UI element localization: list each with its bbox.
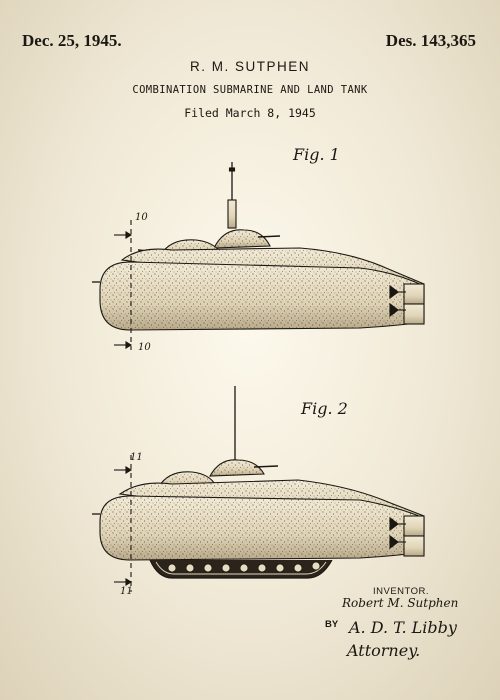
fig1-ref-top: 10 — [135, 212, 148, 223]
fig1-ref-bottom: 10 — [138, 342, 151, 353]
figure-2-land-tank — [92, 386, 425, 592]
fig2-ref-bottom: 11 — [120, 586, 133, 597]
figure-1-submarine — [92, 162, 425, 350]
patent-title: COMBINATION SUBMARINE AND LAND TANK — [132, 84, 368, 96]
inventor-signature: Robert M. Sutphen — [342, 596, 459, 610]
inventor-name: R. M. SUTPHEN — [189, 59, 310, 74]
patent-number: Des. 143,365 — [385, 31, 476, 50]
attorney-label: Attorney. — [347, 641, 421, 660]
by-label: BY — [325, 619, 339, 630]
filed-date: Filed March 8, 1945 — [184, 106, 316, 120]
fig2-ref-top: 11 — [130, 452, 143, 463]
inventor-label: INVENTOR. — [373, 586, 430, 597]
figure-1-label: Fig. 1 — [293, 145, 340, 164]
attorney-signature: A. D. T. Libby — [349, 618, 457, 637]
patent-date: Dec. 25, 1945. — [22, 31, 122, 50]
figure-2-label: Fig. 2 — [301, 399, 348, 418]
